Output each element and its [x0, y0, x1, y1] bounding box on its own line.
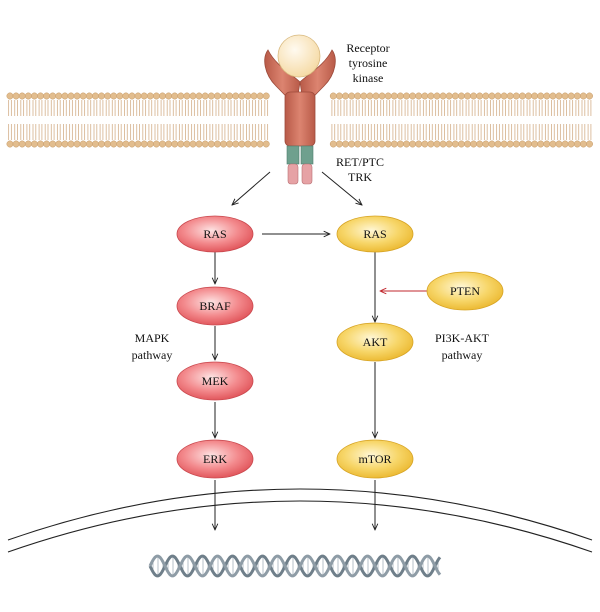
- node-mtor: mTOR: [336, 439, 414, 479]
- node-akt-label: AKT: [363, 335, 388, 349]
- node-ras-pi3k: RAS: [336, 215, 414, 253]
- mapk-pathway-label-line2: pathway: [132, 348, 173, 362]
- cell-membrane: [6, 92, 593, 148]
- node-ras-mapk: RAS: [176, 215, 254, 253]
- node-akt: AKT: [336, 322, 414, 362]
- pi3k-pathway-label-line2: pathway: [442, 348, 483, 362]
- arrow-receptor-to-ras-mapk: [232, 171, 271, 205]
- node-mek-label: MEK: [202, 374, 229, 388]
- fusion-label-line1: RET/PTC: [336, 155, 384, 169]
- receptor-tyrosine-kinase: [264, 34, 336, 185]
- node-ras-pi3k-label: RAS: [363, 227, 386, 241]
- node-erk-label: ERK: [203, 452, 227, 466]
- node-mtor-label: mTOR: [358, 452, 391, 466]
- receptor-label-line2: tyrosine: [349, 56, 388, 70]
- node-braf-label: BRAF: [199, 299, 231, 313]
- node-mek: MEK: [176, 361, 254, 401]
- receptor-label-line1: Receptor: [346, 41, 389, 55]
- node-erk: ERK: [176, 439, 254, 479]
- arrow-receptor-to-ras-pi3k: [321, 171, 362, 205]
- node-pten-label: PTEN: [450, 284, 480, 298]
- pi3k-pathway-label-line1: PI3K-AKT: [435, 331, 490, 345]
- mapk-pathway-label-line1: MAPK: [135, 331, 170, 345]
- receptor-label-line3: kinase: [353, 71, 384, 85]
- dna-double-helix: [148, 554, 442, 578]
- node-braf: BRAF: [176, 286, 254, 326]
- fusion-label-line2: TRK: [348, 170, 372, 184]
- ligand-circle: [277, 34, 321, 78]
- node-pten: PTEN: [426, 271, 504, 311]
- nuclear-envelope: [7, 488, 593, 553]
- node-ras-mapk-label: RAS: [203, 227, 226, 241]
